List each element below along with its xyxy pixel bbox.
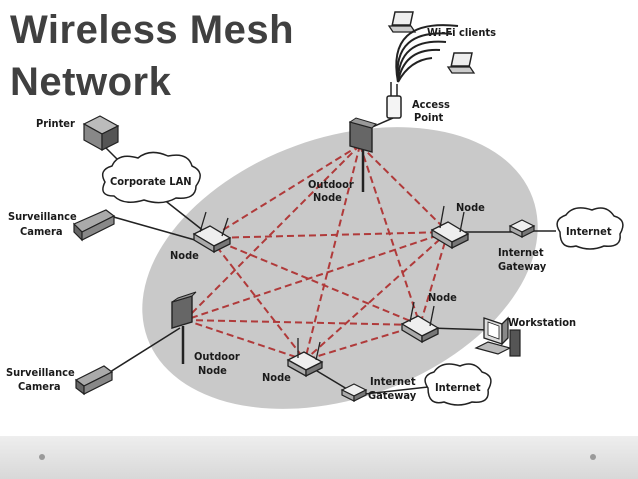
node-left-label: Node [170,249,199,262]
internet-gateway-bottom-label-1: Internet [370,375,416,388]
outdoor-node-left-label-1: Outdoor [194,350,240,363]
wireless-mesh-diagram: Wi-Fi clients Access Point Printer C [6,11,624,409]
internet-gateway-icon [508,219,536,238]
node-bottom-label: Node [262,371,291,384]
printer-icon [82,115,120,152]
outdoor-node-top-label-2: Node [313,191,342,204]
outdoor-node-top-label-1: Outdoor [308,178,354,191]
slide-title-line-1: Wireless Mesh [10,8,295,52]
internet-gateway-bottom-label-2: Gateway [368,389,417,402]
internet-gateway-top-label-1: Internet [498,246,544,259]
mesh-link [359,144,421,326]
workstation-icon [474,316,521,357]
mesh-node-icon [430,205,470,250]
internet-cloud-icon [424,363,492,406]
mesh-node-icon [192,211,232,254]
internet-bottom-label: Internet [435,381,481,394]
outdoor-node-left-label-2: Node [198,364,227,377]
surveillance-camera-icon [72,209,116,242]
slide-footer-bar [0,436,638,479]
laptop-icon [387,11,417,33]
mesh-node-icon [286,338,324,378]
wifi-waves-icon [395,24,459,83]
mesh-link [184,319,421,326]
surveillance-camera-label-3: Surveillance [6,366,75,379]
surveillance-camera-label-2: Camera [20,225,63,238]
mesh-link [419,231,449,326]
access-point-icon [386,82,402,119]
surveillance-camera-icon [74,365,114,396]
mesh-link [209,144,361,239]
workstation-label: Workstation [508,316,576,329]
internet-top-label: Internet [566,225,612,238]
mesh-links [184,144,449,361]
surveillance-camera-label-1: Surveillance [8,210,77,223]
internet-cloud-icon [556,207,624,250]
node-lower-right-label: Node [428,291,457,304]
mesh-link [209,237,306,361]
outdoor-node-icon [348,117,377,192]
node-right-label: Node [456,201,485,214]
footer-dot-icon [590,454,596,460]
mesh-link [184,231,449,321]
internet-gateway-top-label-2: Gateway [498,260,547,273]
access-point-label-1: Access [412,98,450,111]
wifi-clients-label: Wi-Fi clients [427,26,496,39]
corporate-lan-cloud-icon [101,151,201,204]
access-point-label-2: Point [414,111,443,124]
mesh-link [184,144,361,321]
corporate-lan-label: Corporate LAN [110,175,192,188]
mesh-link [209,237,421,326]
printer-label: Printer [36,117,75,130]
laptop-icon [446,52,476,74]
mesh-node-icon [400,301,440,344]
slide-title-line-2: Network [10,60,172,104]
mesh-link [184,319,306,361]
surveillance-camera-label-4: Camera [18,380,61,393]
internet-gateway-icon [340,383,368,402]
outdoor-node-icon [171,291,197,364]
footer-dot-icon [39,454,45,460]
mesh-link [304,231,449,361]
mesh-link [359,144,449,233]
mesh-link [304,144,361,361]
mesh-link [304,324,421,361]
mesh-link [209,231,449,239]
